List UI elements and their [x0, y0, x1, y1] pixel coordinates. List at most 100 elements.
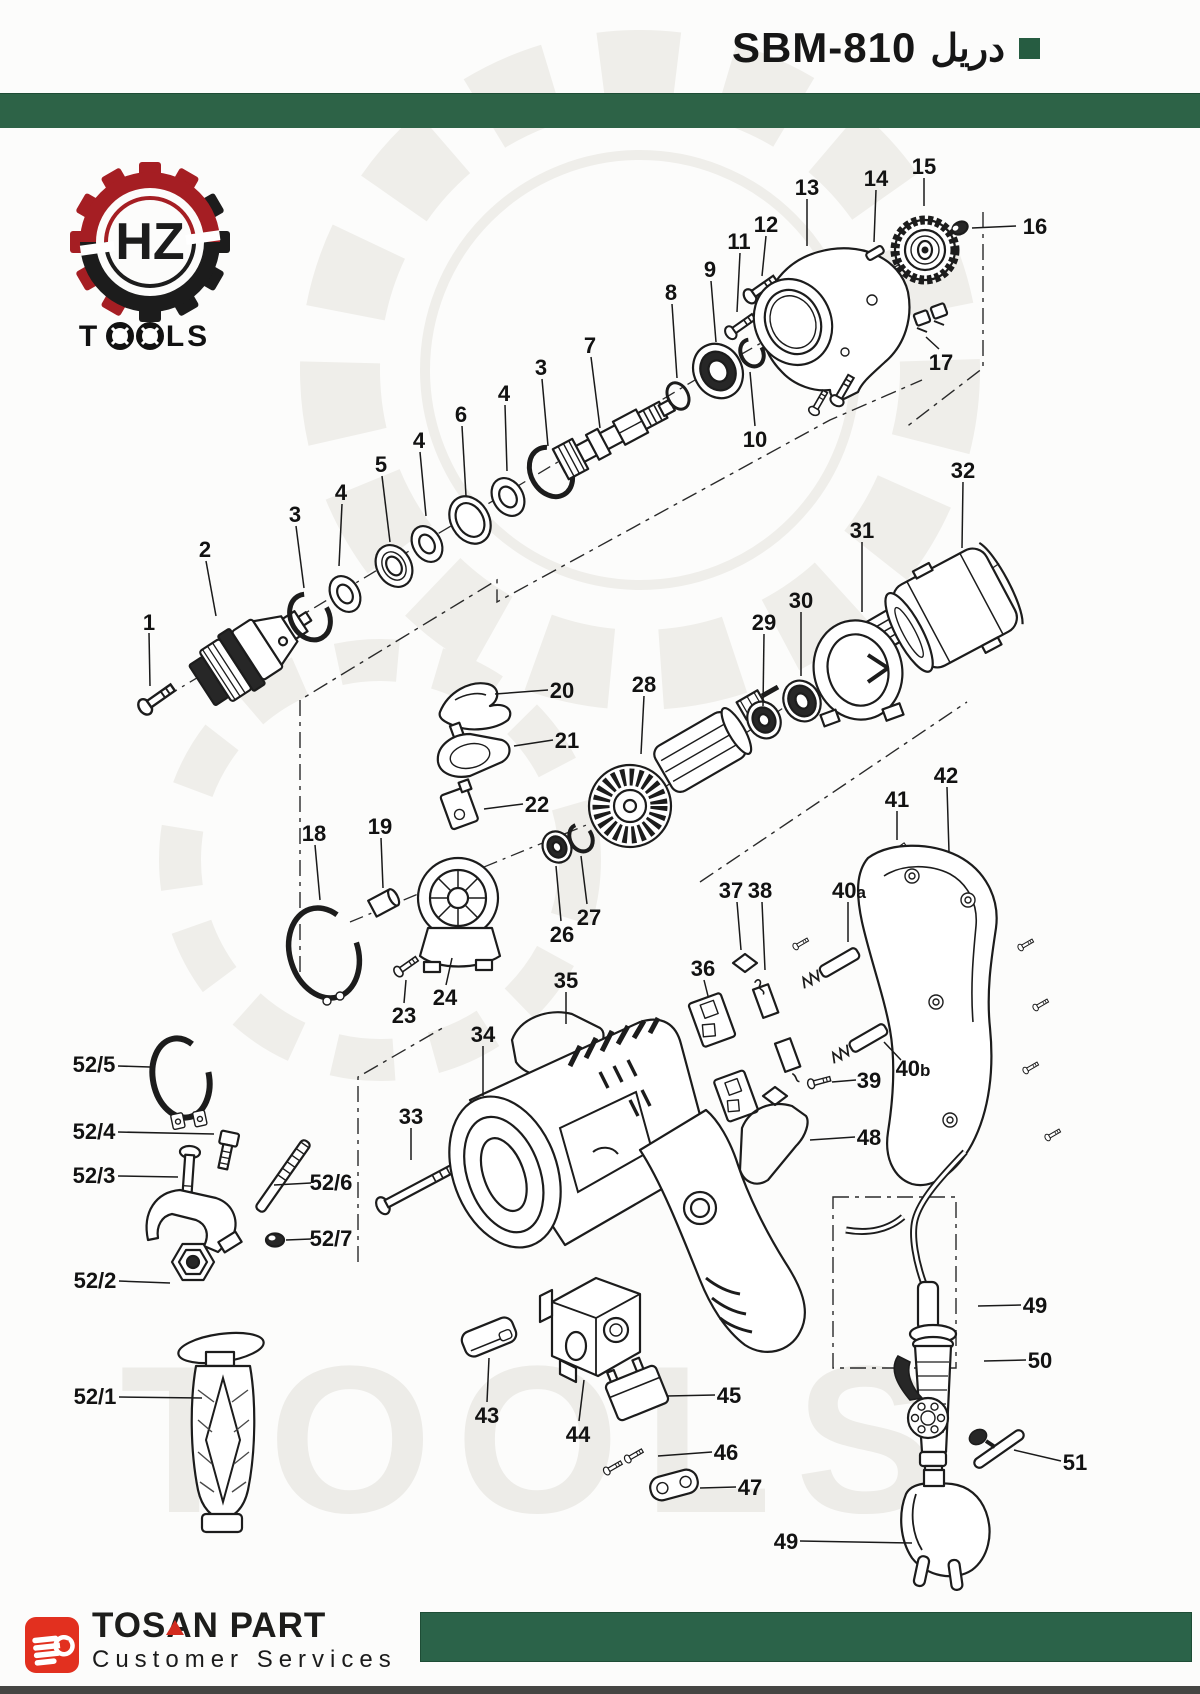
leader-line-20 — [494, 689, 549, 695]
leader-line-21 — [513, 739, 554, 747]
part-label-1: 1 — [143, 610, 155, 635]
part-label-2: 2 — [199, 537, 211, 562]
leader-line-7 — [590, 356, 601, 429]
part-button-43 — [460, 1316, 518, 1358]
part-bolt-52-4 — [217, 1129, 241, 1171]
part-strainrelief-50 — [893, 1323, 958, 1490]
leader-line-6 — [461, 425, 467, 497]
leader-line-45 — [666, 1394, 716, 1397]
part-spindle-7 — [551, 398, 676, 481]
part-label-26: 26 — [550, 922, 574, 947]
product-code: SBM-810 — [731, 24, 917, 71]
part-washer-4c — [490, 477, 526, 517]
part-label-4: 4 — [335, 480, 348, 505]
watermark: TOOLS — [120, 30, 980, 1557]
part-label-45: 45 — [717, 1383, 741, 1408]
part-body-34 — [448, 1016, 806, 1353]
leader-line-44 — [578, 1379, 585, 1422]
part-spring-40b — [831, 1023, 889, 1064]
part-label-42: 42 — [934, 763, 958, 788]
part-label-24: 24 — [433, 985, 458, 1010]
part-label-31: 31 — [850, 518, 874, 543]
leader-line-28 — [640, 695, 645, 755]
part-screw-1 — [134, 679, 179, 719]
bottom-edge-line — [0, 1686, 1200, 1694]
part-label-6: 6 — [455, 402, 467, 427]
part-label-17: 17 — [929, 350, 953, 375]
part-label-48: 48 — [857, 1125, 881, 1150]
part-label-13: 13 — [795, 175, 819, 200]
part-bearing-30 — [782, 679, 822, 723]
part-label-30: 30 — [789, 588, 813, 613]
part-label-9: 9 — [704, 257, 716, 282]
part-label-52/2: 52/2 — [74, 1268, 117, 1293]
part-label-7: 7 — [584, 333, 596, 358]
part-washer-4a — [328, 575, 362, 613]
leader-line-17 — [925, 336, 940, 350]
part-label-44: 44 — [566, 1422, 591, 1447]
part-label-46: 46 — [714, 1440, 738, 1465]
part-pad-48 — [738, 1102, 809, 1185]
part-bearing-26 — [541, 830, 573, 864]
part-label-39: 39 — [857, 1068, 881, 1093]
gear-logo-icon: HZ — [70, 162, 230, 322]
leader-line-18 — [314, 844, 321, 901]
leader-line-4 — [504, 404, 508, 472]
leader-line-52/1 — [118, 1396, 203, 1399]
part-gearcase-13 — [752, 247, 911, 418]
part-pin-40a — [791, 935, 811, 952]
leader-line-16 — [971, 225, 1017, 229]
part-label-28: 28 — [632, 672, 656, 697]
leader-line-1 — [148, 632, 151, 687]
part-label-52/1: 52/1 — [74, 1384, 117, 1409]
part-switch-44 — [538, 1276, 642, 1384]
part-label-15: 15 — [912, 154, 936, 179]
part-label-22: 22 — [525, 792, 549, 817]
part-stator-32 — [884, 542, 1024, 673]
part-label-3: 3 — [535, 355, 547, 380]
part-label-32: 32 — [951, 458, 975, 483]
part-label-27: 27 — [577, 905, 601, 930]
part-label-10: 10 — [743, 427, 767, 452]
part-lever-20 — [438, 682, 512, 741]
part-brush-38b — [773, 1037, 802, 1083]
header-green-bar — [0, 93, 1200, 128]
leader-line-26 — [555, 865, 562, 922]
part-circlip-18 — [285, 905, 363, 1006]
footer-green-bar — [420, 1612, 1192, 1662]
leader-line-3 — [541, 378, 549, 447]
logo-word-t: T — [79, 320, 97, 353]
part-brushholder-36a — [687, 992, 737, 1048]
part-clamp-52-2 — [145, 1188, 243, 1282]
logo-word-tools: T LS — [79, 320, 207, 353]
part-label-11: 11 — [727, 229, 750, 254]
part-label-16: 16 — [1023, 214, 1047, 239]
leader-line-39 — [831, 1079, 857, 1083]
title-bullet-square — [1019, 37, 1040, 59]
part-bushing-19 — [367, 888, 401, 918]
part-washer-5 — [374, 544, 414, 588]
part-ring-8 — [665, 381, 691, 411]
a-triangle-icon — [166, 1620, 184, 1635]
part-label-52/7: 52/7 — [310, 1226, 353, 1251]
leader-line-47 — [699, 1486, 737, 1489]
part-label-37: 37 — [719, 878, 743, 903]
part-bracket-22 — [439, 778, 479, 831]
hz-tools-logo: HZ T LS — [70, 162, 230, 353]
part-gear-15 — [890, 215, 960, 285]
leader-line-52/6 — [273, 1182, 312, 1186]
watermark-text: TOOLS — [120, 1322, 960, 1557]
leader-line-4 — [338, 503, 343, 567]
footer-company: TOSAN PART — [92, 1606, 327, 1645]
part-chuck-2 — [188, 610, 313, 706]
leader-line-52/4 — [117, 1131, 215, 1135]
part-washer-4b — [410, 525, 444, 563]
part-nut-52-7 — [264, 1232, 286, 1248]
leader-line-12 — [761, 235, 767, 277]
leader-line-4 — [419, 451, 427, 517]
leader-line-49 — [799, 1540, 913, 1544]
part-label-52/6: 52/6 — [310, 1170, 353, 1195]
leader-line-52/5 — [117, 1065, 151, 1068]
